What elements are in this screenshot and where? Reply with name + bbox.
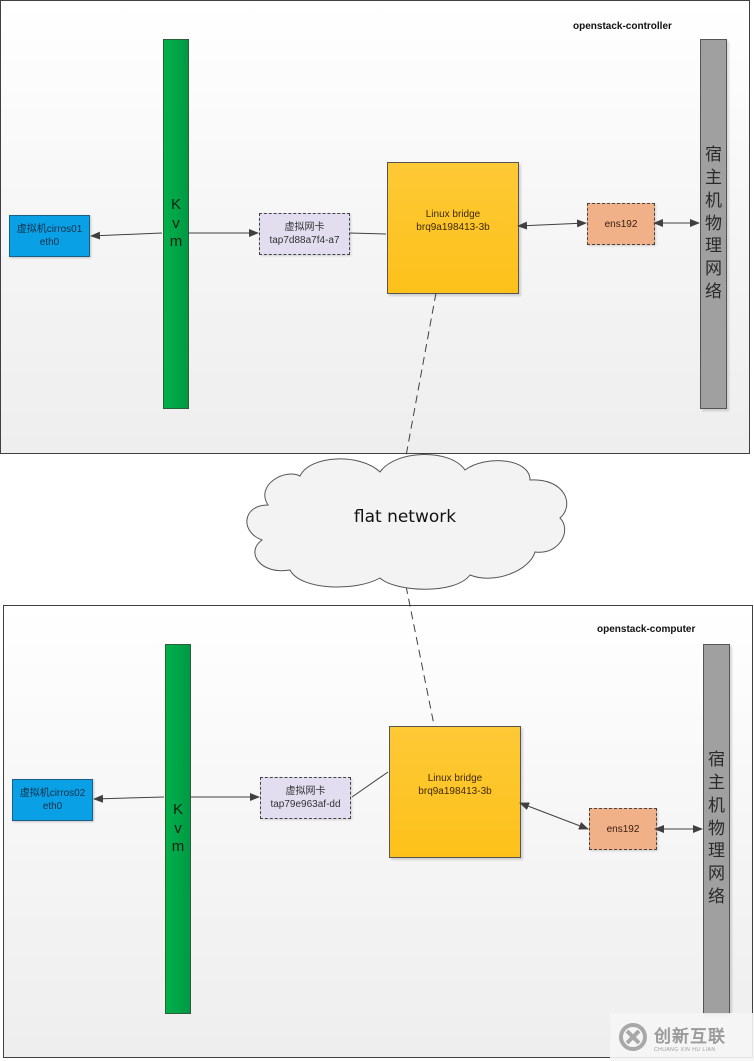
physical-nic-box: ens192	[587, 203, 655, 245]
phys-char: 网	[708, 864, 725, 885]
phys-char: 理	[708, 841, 725, 862]
watermark: 创新互联 CHUANG XIN HU LIAN	[610, 1013, 754, 1061]
kvm-letter: m	[169, 233, 183, 251]
bridge-name: brq9a198413-3b	[418, 786, 492, 797]
host-physical-network-bar: 宿 主 机 物 理 网 络	[700, 39, 727, 409]
nic-label: ens192	[606, 823, 640, 835]
nic-label: ens192	[604, 218, 638, 230]
tap-device-box: 虚拟网卡 tap79e963af-dd	[260, 777, 351, 819]
host-openstack-computer: openstack-computer K v m 虚拟机cirros02 eth…	[3, 605, 753, 1058]
tap-name: tap7d88a7f4-a7	[269, 235, 340, 246]
host-label: openstack-computer	[597, 624, 696, 635]
watermark-logo-icon	[618, 1022, 648, 1052]
cloud-label: flat network	[353, 507, 457, 527]
kvm-letter: K	[172, 800, 183, 818]
phys-char: 理	[705, 236, 722, 257]
vm-name: 虚拟机cirros02	[19, 787, 86, 799]
tap-title: 虚拟网卡	[285, 785, 326, 797]
kvm-hypervisor-bar: K v m	[163, 39, 189, 409]
tap-title: 虚拟网卡	[284, 221, 325, 233]
phys-char: 主	[708, 772, 725, 793]
bridge-title: Linux bridge	[427, 772, 483, 784]
kvm-letter: v	[174, 819, 182, 837]
bridge-name: brq9a198413-3b	[416, 222, 490, 233]
phys-char: 主	[705, 167, 722, 188]
linux-bridge-box: Linux bridge brq9a198413-3b	[389, 726, 521, 858]
linux-bridge-box: Linux bridge brq9a198413-3b	[387, 162, 519, 294]
phys-char: 络	[705, 282, 722, 303]
kvm-hypervisor-bar: K v m	[165, 644, 191, 1014]
phys-char: 物	[705, 213, 722, 234]
phys-char: 络	[708, 887, 725, 908]
phys-char: 宿	[708, 749, 725, 770]
host-openstack-controller: openstack-controller K v m 虚拟机cirros01 e…	[0, 0, 750, 454]
vm-name: 虚拟机cirros01	[16, 223, 83, 235]
host-label: openstack-controller	[573, 21, 672, 32]
tap-device-box: 虚拟网卡 tap7d88a7f4-a7	[259, 213, 350, 255]
kvm-letter: K	[170, 195, 181, 213]
phys-char: 机	[705, 190, 722, 211]
vm-interface: eth0	[39, 237, 60, 248]
vm-cirros02-box: 虚拟机cirros02 eth0	[12, 779, 93, 821]
kvm-letter: v	[172, 214, 180, 232]
phys-char: 网	[705, 259, 722, 280]
kvm-letter: m	[171, 838, 185, 856]
bridge-title: Linux bridge	[425, 208, 481, 220]
watermark-cn: 创新互联	[654, 1026, 726, 1046]
phys-char: 宿	[705, 144, 722, 165]
phys-char: 物	[708, 818, 725, 839]
tap-name: tap79e963af-dd	[270, 799, 341, 810]
phys-char: 机	[708, 795, 725, 816]
host-physical-network-bar: 宿 主 机 物 理 网 络	[703, 644, 730, 1014]
vm-interface: eth0	[42, 801, 63, 812]
vm-cirros01-box: 虚拟机cirros01 eth0	[9, 215, 90, 257]
physical-nic-box: ens192	[589, 808, 657, 850]
watermark-en: CHUANG XIN HU LIAN	[654, 1046, 716, 1053]
